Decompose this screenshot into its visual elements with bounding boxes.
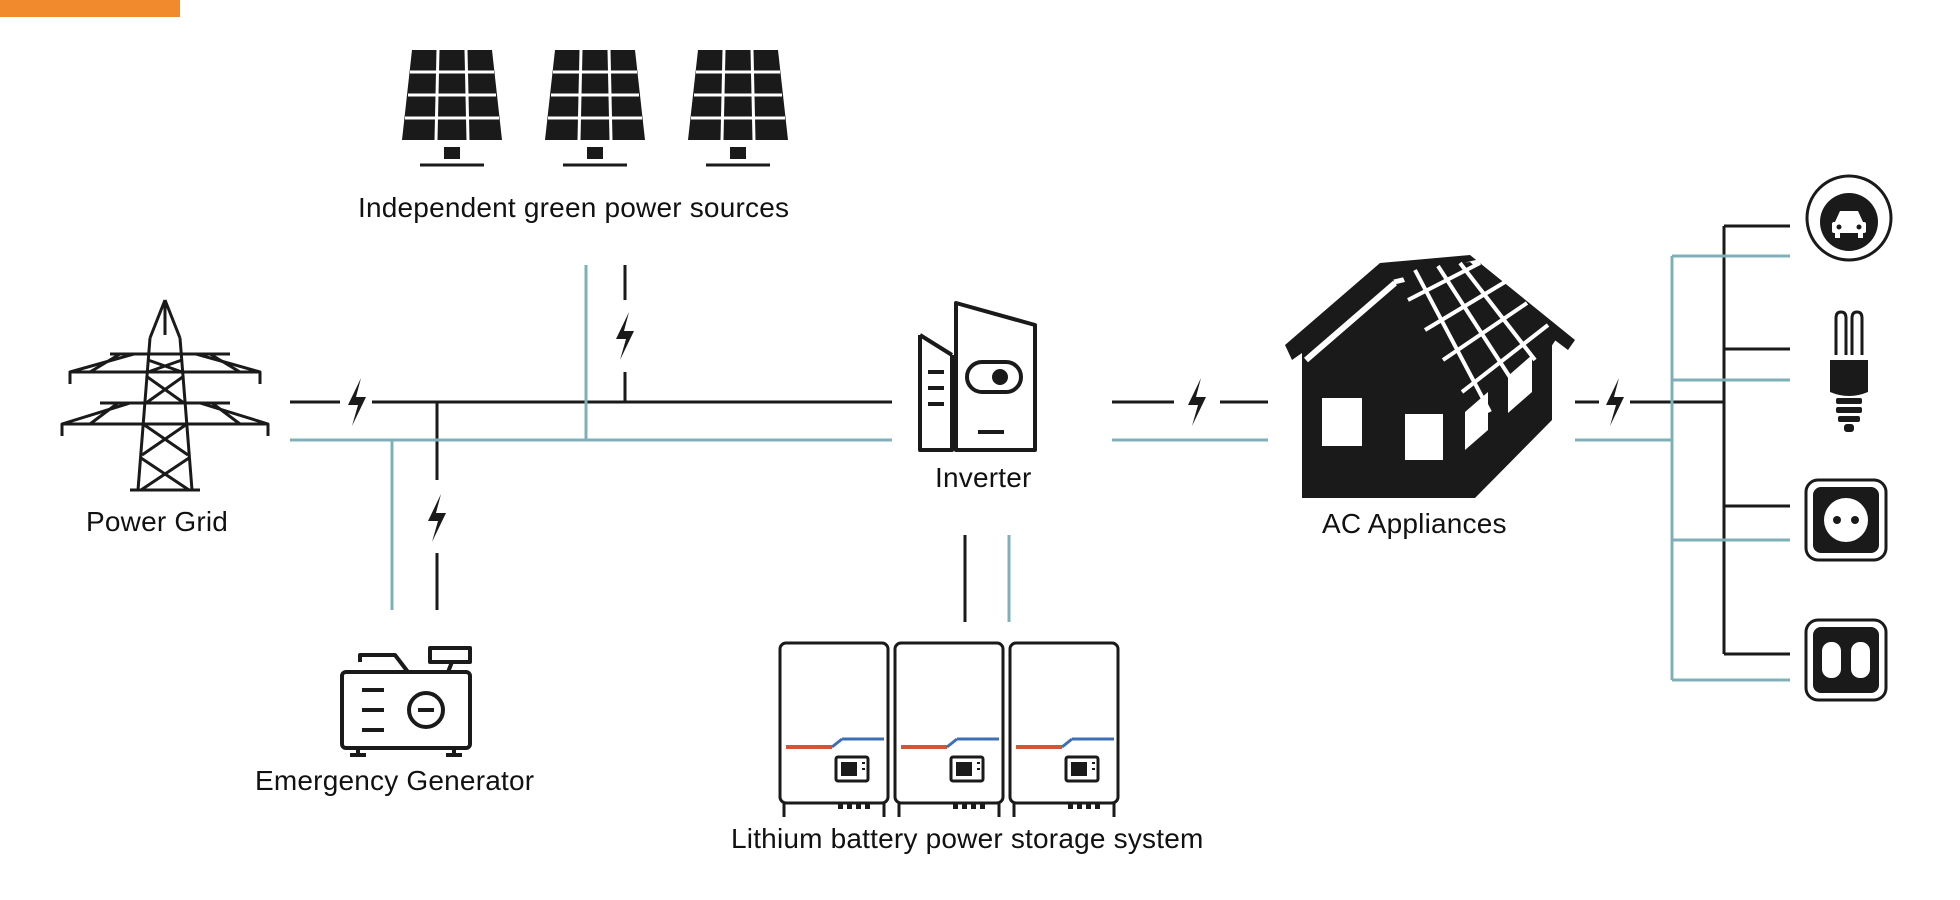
battery-cabinet-icon xyxy=(1008,641,1120,819)
ev-charging-icon xyxy=(1805,174,1893,262)
generator-icon xyxy=(340,646,472,757)
battery-cabinet-group xyxy=(778,641,1120,819)
battery-label: Lithium battery power storage system xyxy=(731,823,1204,854)
generator-label: Emergency Generator xyxy=(255,765,535,796)
transmission-tower-icon xyxy=(60,299,270,492)
dark-connection-lines xyxy=(290,224,1790,656)
inverter-label: Inverter xyxy=(935,462,1032,493)
green-sources-label: Independent green power sources xyxy=(358,192,790,223)
lightning-icon xyxy=(348,378,366,426)
battery-cabinet-icon xyxy=(778,641,890,819)
flat-socket-icon xyxy=(1804,618,1888,702)
solar-panel-group xyxy=(400,48,790,167)
orange-accent-bar xyxy=(0,0,180,17)
lightning-icon xyxy=(616,312,634,360)
inverter-icon xyxy=(918,301,1037,452)
lightning-icon xyxy=(1188,378,1206,426)
ac-appliances-label: AC Appliances xyxy=(1322,508,1507,539)
solar-panel-icon xyxy=(400,48,504,167)
solar-house-icon xyxy=(1285,255,1575,498)
lightning-icon xyxy=(428,494,446,542)
lightning-icon xyxy=(1606,378,1624,426)
round-socket-icon xyxy=(1804,478,1888,562)
light-bulb-icon xyxy=(1830,310,1868,432)
solar-panel-icon xyxy=(686,48,790,167)
blue-connection-lines xyxy=(290,254,1790,682)
power-grid-label: Power Grid xyxy=(86,506,229,537)
battery-cabinet-icon xyxy=(893,641,1005,819)
solar-panel-icon xyxy=(543,48,647,167)
